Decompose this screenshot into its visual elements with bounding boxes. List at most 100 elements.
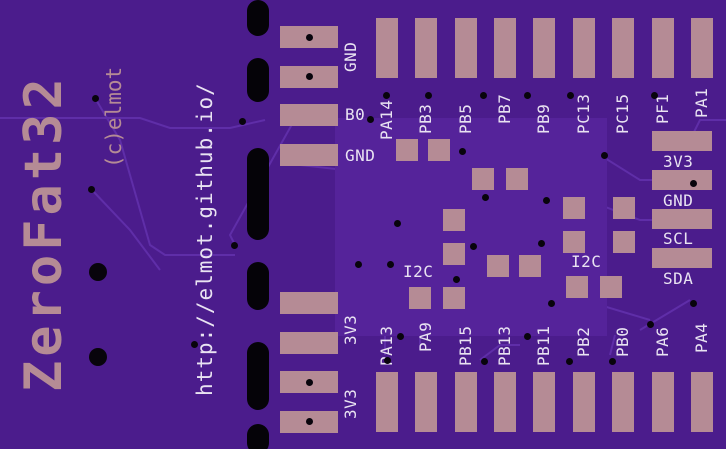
top-pad xyxy=(691,18,713,78)
via xyxy=(690,180,697,187)
via xyxy=(306,73,313,80)
via xyxy=(459,148,466,155)
right-pad xyxy=(652,209,712,229)
right-pad xyxy=(652,170,712,190)
pin-label-pb9: PB9 xyxy=(534,103,553,134)
via xyxy=(524,333,531,340)
mounting-slot xyxy=(247,58,269,102)
top-pad xyxy=(455,18,477,78)
pin-label-gnd: GND xyxy=(345,146,376,165)
smd-pad xyxy=(613,231,635,253)
smd-pad xyxy=(600,276,622,298)
pin-label-pa4: PA4 xyxy=(692,322,711,353)
pin-label-scl: SCL xyxy=(663,229,694,248)
via xyxy=(567,92,574,99)
via xyxy=(306,379,313,386)
bottom-pad xyxy=(652,372,674,432)
pin-label-3v3: 3V3 xyxy=(341,388,360,419)
mounting-slot xyxy=(247,342,269,410)
pin-label-gnd: GND xyxy=(663,191,694,210)
pin-label-pb3: PB3 xyxy=(416,103,435,134)
bottom-pad xyxy=(376,372,398,432)
via xyxy=(524,92,531,99)
mounting-slot xyxy=(247,148,269,240)
via xyxy=(355,261,362,268)
top-pad xyxy=(652,18,674,78)
bottom-pad xyxy=(415,372,437,432)
smd-pad xyxy=(443,209,465,231)
smd-pad xyxy=(487,255,509,277)
mounting-slot xyxy=(247,0,269,36)
pin-label-3v3: 3V3 xyxy=(663,152,694,171)
left-pad xyxy=(280,332,338,354)
via xyxy=(601,152,608,159)
via xyxy=(609,358,616,365)
via xyxy=(231,242,238,249)
smd-pad xyxy=(409,287,431,309)
pin-label-pb11: PB11 xyxy=(534,325,553,366)
via xyxy=(92,95,99,102)
via xyxy=(239,118,246,125)
via xyxy=(453,276,460,283)
pin-label-pb15: PB15 xyxy=(456,325,475,366)
pin-label-pb0: PB0 xyxy=(613,326,632,357)
top-pad xyxy=(494,18,516,78)
smd-pad xyxy=(443,287,465,309)
pin-label-pa1: PA1 xyxy=(692,87,711,118)
pin-label-b0: B0 xyxy=(345,105,366,124)
via xyxy=(367,116,374,123)
left-pad xyxy=(280,104,338,126)
pin-label-pb5: PB5 xyxy=(456,103,475,134)
via xyxy=(394,220,401,227)
via xyxy=(482,194,489,201)
via xyxy=(387,261,394,268)
drill-hole xyxy=(89,348,107,366)
via xyxy=(306,34,313,41)
pin-label-gnd: GND xyxy=(341,41,360,72)
via xyxy=(566,358,573,365)
smd-pad xyxy=(428,139,450,161)
mounting-slot xyxy=(247,424,269,449)
top-pad xyxy=(376,18,398,78)
via xyxy=(88,186,95,193)
via xyxy=(538,240,545,247)
via xyxy=(191,341,198,348)
bottom-pad xyxy=(533,372,555,432)
right-pad xyxy=(652,131,712,151)
copyright-text: (c)elmot xyxy=(102,66,126,168)
i2c-label: I2C xyxy=(403,262,434,281)
bottom-pad xyxy=(455,372,477,432)
via xyxy=(548,300,555,307)
smd-pad xyxy=(506,168,528,190)
pin-label-pf1: PF1 xyxy=(653,93,672,124)
drill-hole xyxy=(89,263,107,281)
pin-label-sda: SDA xyxy=(663,269,694,288)
smd-pad xyxy=(613,197,635,219)
mounting-slot xyxy=(247,262,269,310)
pin-label-pb13: PB13 xyxy=(495,325,514,366)
top-pad xyxy=(533,18,555,78)
i2c-label: I2C xyxy=(571,252,602,271)
left-pad xyxy=(280,144,338,166)
top-pad xyxy=(612,18,634,78)
pin-label-pa14: PA14 xyxy=(377,99,396,140)
smd-pad xyxy=(563,197,585,219)
top-pad xyxy=(415,18,437,78)
via xyxy=(397,333,404,340)
via xyxy=(306,418,313,425)
via xyxy=(383,92,390,99)
left-pad xyxy=(280,292,338,314)
via xyxy=(480,92,487,99)
smd-pad xyxy=(472,168,494,190)
smd-pad xyxy=(519,255,541,277)
smd-pad xyxy=(563,231,585,253)
via xyxy=(384,357,391,364)
via xyxy=(690,300,697,307)
pin-label-pa9: PA9 xyxy=(416,321,435,352)
project-url: http://elmot.github.io/ xyxy=(193,82,217,396)
pin-label-pc13: PC13 xyxy=(574,93,593,134)
smd-pad xyxy=(396,139,418,161)
pin-label-3v3: 3V3 xyxy=(341,314,360,345)
right-pad xyxy=(652,248,712,268)
